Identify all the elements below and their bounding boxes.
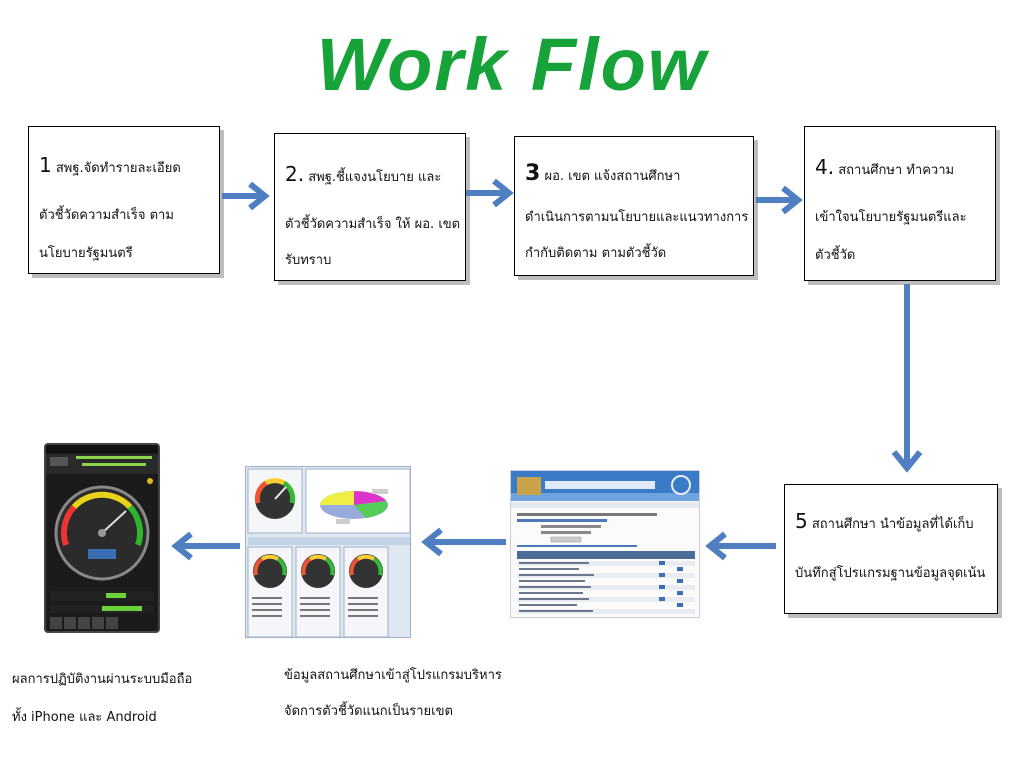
step-5-box: 5 สถานศึกษา นำข้อมูลที่ได้เก็บ บันทึกสู่… <box>784 484 998 614</box>
phone-caption-line-1: ผลการปฏิบัติงานผ่านระบบมือถือ <box>12 672 193 687</box>
arrow-2-to-3 <box>466 178 514 208</box>
step-4-box: 4. สถานศึกษา ทำความ เข้าใจนโยบายรัฐมนตรี… <box>804 126 996 281</box>
step-3-line-3: กำกับติดตาม ตามตัวชี้วัด <box>525 246 667 261</box>
step-5-line-2: บันทึกสู่โปรแกรมฐานข้อมูลจุดเน้น <box>795 566 986 581</box>
step-4-line-3: ตัวชี้วัด <box>815 248 856 263</box>
step-2-box: 2. สพฐ.ชี้แจงนโยบาย และ ตัวชี้วัดความสำเ… <box>274 133 466 281</box>
step-2-line-1: สพฐ.ชี้แจงนโยบาย และ <box>308 170 442 185</box>
web-database-screenshot <box>510 470 700 618</box>
step-1-line-2: ตัวชี้วัดความสำเร็จ ตาม <box>39 208 174 223</box>
step-5-number: 5 <box>795 509 808 533</box>
phone-caption-line-2: ทั้ง iPhone และ Android <box>12 710 157 725</box>
step-2-line-2: ตัวชี้วัดความสำเร็จ ให้ ผอ. เขต <box>285 217 461 232</box>
arrow-4-to-5 <box>891 284 923 473</box>
step-5-line-1: สถานศึกษา นำข้อมูลที่ได้เก็บ <box>811 517 974 532</box>
desktop-caption-line-1: ข้อมูลสถานศึกษาเข้าสู่โปรแกรมบริหาร <box>284 668 502 683</box>
step-4-line-1: สถานศึกษา ทำความ <box>838 163 955 178</box>
step-2-number: 2. <box>285 162 305 186</box>
arrow-desktop-to-phone <box>171 531 240 561</box>
page-title: Work Flow <box>316 23 708 106</box>
step-3-line-2: ดำเนินการตามนโยบายและแนวทางการ <box>525 210 749 225</box>
step-4-number: 4. <box>815 155 835 179</box>
desktop-caption-line-2: จัดการตัวชี้วัดแนกเป็นรายเขต <box>284 704 453 719</box>
step-1-number: 1 <box>39 153 52 177</box>
arrow-5-to-web <box>705 531 776 561</box>
step-3-number: 3 <box>525 161 541 186</box>
step-1-line-3: นโยบายรัฐมนตรี <box>39 246 133 261</box>
step-3-box: 3 ผอ. เขต แจ้งสถานศึกษา ดำเนินการตามนโยบ… <box>514 136 754 276</box>
step-1-box: 1 สพฐ.จัดทำรายละเอียด ตัวชี้วัดความสำเร็… <box>28 126 220 274</box>
step-4-line-2: เข้าใจนโยบายรัฐมนตรีและ <box>815 210 967 225</box>
desktop-dashboard-screenshot <box>245 466 411 638</box>
arrow-1-to-2 <box>222 181 270 211</box>
arrow-3-to-4 <box>756 185 803 215</box>
step-1-line-1: สพฐ.จัดทำรายละเอียด <box>55 161 181 176</box>
arrow-web-to-desktop <box>421 527 506 557</box>
step-3-line-1: ผอ. เขต แจ้งสถานศึกษา <box>544 169 681 184</box>
step-2-line-3: รับทราบ <box>285 253 332 268</box>
mobile-app-screenshot <box>44 443 160 633</box>
